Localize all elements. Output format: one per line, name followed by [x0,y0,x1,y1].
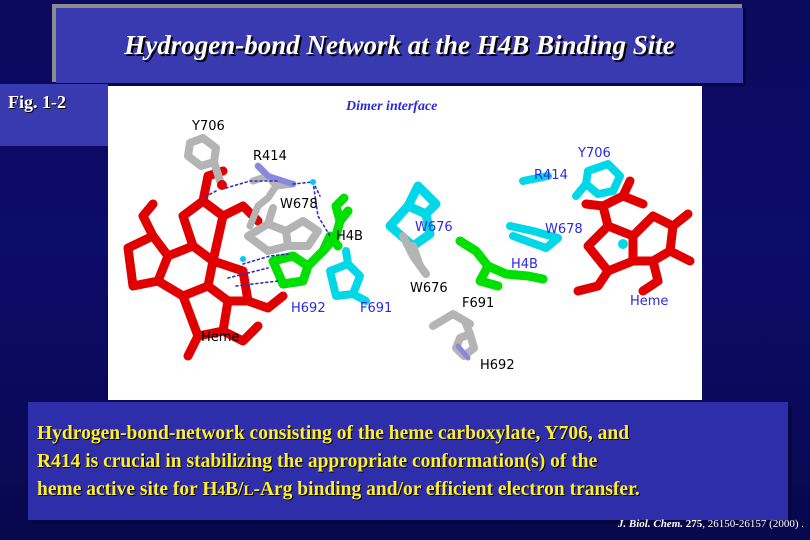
caption-line-2: R414 is crucial in stabilizing the appro… [37,451,598,472]
caption-box: Hydrogen-bond-network consisting of the … [28,402,788,520]
caption-text: Hydrogen-bond-network consisting of the … [37,420,778,505]
label-left-h692: H692 [291,301,326,316]
title-bar: Hydrogen-bond Network at the H4B Binding… [56,8,746,86]
center-f691-h692-structure [429,310,478,360]
label-center-w676-cyan: W676 [415,220,453,235]
label-right-y706: Y706 [577,146,611,161]
caption-small-caps-l: L [243,483,254,499]
molecular-structure-drawing: Dimer interface Y706 R414 W678 H4B H692 … [123,99,695,373]
citation-year: (2000) . [769,518,804,530]
label-right-heme: Heme [630,294,668,309]
caption-subscript-4: 4 [217,483,226,499]
label-left-heme: Heme [201,330,239,345]
label-right-w678: W678 [545,222,583,237]
citation-pages: , 26150-26157 [702,518,767,530]
caption-line-1: Hydrogen-bond-network consisting of the … [37,423,630,444]
caption-line-3c: -Arg binding and/or efficient electron t… [253,479,640,500]
left-w678-structure [244,204,322,255]
label-center-f691: F691 [462,296,494,311]
structure-figure: Dimer interface Y706 R414 W678 H4B H692 … [108,86,702,400]
figure-number-label: Fig. 1-2 [0,84,108,146]
right-partner-structures [506,160,624,252]
label-center-h692: H692 [480,358,515,373]
label-right-h4b: H4B [511,257,538,272]
label-left-y706: Y706 [191,119,225,134]
right-h4b-structure [455,236,548,291]
center-w676-cyan-structure [385,181,441,251]
label-left-r414: R414 [253,149,287,164]
label-right-r414: R414 [534,168,568,183]
hydrogen-bond-lines [202,180,331,287]
right-heme-structure [573,176,695,296]
left-y706-structure [184,134,224,185]
left-heme-structure [123,166,288,361]
label-center-w676-grey: W676 [410,281,448,296]
citation-volume: 275 [685,518,703,530]
label-left-f691: F691 [360,301,392,316]
label-left-h4b: H4B [336,229,363,244]
citation-journal: J. Biol. Chem. [617,518,683,530]
left-f691-h692-structure [326,247,370,305]
dimer-interface-label: Dimer interface [345,99,437,114]
caption-line-3a: heme active site for H [37,479,218,500]
label-left-w678: W678 [280,197,318,212]
caption-line-3b: B/ [225,479,244,500]
citation: J. Biol. Chem. 275, 26150-26157 (2000) . [618,518,804,530]
slide-title: Hydrogen-bond Network at the H4B Binding… [124,30,675,60]
center-w676-grey-structure [399,232,430,278]
